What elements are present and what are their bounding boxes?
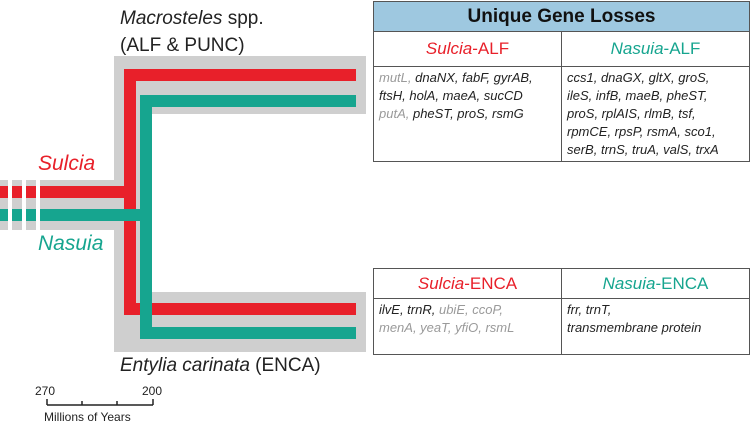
enca-gene-loss-table: Sulcia-ENCA Nasuia-ENCA ilvE, trnR, ubiE… — [373, 268, 750, 355]
gene-name: pheST, proS, rsmG — [412, 106, 524, 121]
gene-name: ccs1, dnaGX, gltX, groS, — [567, 70, 710, 85]
col-head-sulcia-alf: Sulcia-ALF — [373, 31, 562, 67]
host-label-enca-suffix: (ENCA) — [249, 355, 321, 376]
stem-break-marks — [8, 180, 40, 230]
host-species-entylia: Entylia carinata — [120, 355, 250, 376]
gene-list-line: frr, trnT, — [567, 301, 745, 319]
time-scale-bar — [46, 399, 154, 406]
gene-list-nasuia-enca: frr, trnT, transmembrane protein — [561, 298, 750, 355]
scale-unit-label: Millions of Years — [44, 410, 131, 424]
gene-name: dnaNX, fabF, gyrAB, — [415, 70, 533, 85]
gene-name: transmembrane protein — [567, 320, 702, 335]
col-head-nasuia-alf: Nasuia-ALF — [560, 31, 750, 67]
gene-name: ilvE, trnR, — [379, 302, 439, 317]
gene-name: frr, trnT, — [567, 302, 612, 317]
nasuia-label: Nasuia — [38, 232, 104, 255]
gene-list-line: ilvE, trnR, ubiE, ccoP, — [379, 301, 557, 319]
col-head-sulcia-enca: Sulcia-ENCA — [373, 268, 562, 299]
gene-list-line: ileS, infB, maeB, pheST, — [567, 87, 745, 105]
gene-name-grey: menA, yeaT, yfiO, rsmL — [379, 320, 515, 335]
gene-name: serB, trnS, truA, valS, trxA — [567, 142, 719, 157]
gene-list-line: serB, trnS, truA, valS, trxA — [567, 141, 745, 159]
gene-list-line: transmembrane protein — [567, 319, 745, 337]
gene-name-grey: putA, — [379, 106, 413, 121]
gene-list-sulcia-enca: ilvE, trnR, ubiE, ccoP,menA, yeaT, yfiO,… — [373, 298, 562, 355]
gene-list-line: mutL, dnaNX, fabF, gyrAB, — [379, 69, 557, 87]
host-label-alf: Macrosteles spp. — [120, 7, 264, 31]
gene-name: ileS, infB, maeB, pheST, — [567, 88, 708, 103]
gene-name-grey: mutL, — [379, 70, 416, 85]
sulcia-lineage — [0, 69, 356, 315]
nasuia-lineage — [0, 95, 356, 339]
gene-name: rpmCE, rpsP, rsmA, sco1, — [567, 124, 716, 139]
gene-name: ftsH, holA, maeA, sucCD — [379, 88, 523, 103]
gene-name: proS, rplAIS, rlmB, tsf, — [567, 106, 696, 121]
gene-list-nasuia-alf: ccs1, dnaGX, gltX, groS, ileS, infB, maeB… — [560, 66, 750, 162]
enca-branch-background — [114, 292, 366, 352]
gene-list-line: menA, yeaT, yfiO, rsmL — [379, 319, 557, 337]
table-title: Unique Gene Losses — [372, 1, 750, 32]
gene-list-sulcia-alf: mutL, dnaNX, fabF, gyrAB,ftsH, holA, mae… — [373, 66, 562, 162]
col-head-nasuia-enca: Nasuia-ENCA — [561, 268, 750, 299]
gene-list-line: ftsH, holA, maeA, sucCD — [379, 87, 557, 105]
host-genus-macrosteles: Macrosteles — [120, 8, 223, 29]
scale-label-270: 270 — [35, 384, 56, 398]
host-label-enca: Entylia carinata (ENCA) — [120, 354, 321, 378]
gene-list-line: rpmCE, rpsP, rsmA, sco1, — [567, 123, 745, 141]
gene-list-line: putA, pheST, proS, rsmG — [379, 105, 557, 123]
scale-label-200: 200 — [142, 384, 163, 398]
host-label-alf-line2: (ALF & PUNC) — [120, 35, 245, 56]
alf-gene-loss-table: Unique Gene Losses Sulcia-ALF Nasuia-ALF… — [372, 1, 750, 162]
gene-list-line: ccs1, dnaGX, gltX, groS, — [567, 69, 745, 87]
gene-name-grey: ubiE, ccoP, — [438, 302, 504, 317]
host-label-alf-suffix: spp. — [222, 8, 264, 29]
gene-list-line: proS, rplAIS, rlmB, tsf, — [567, 105, 745, 123]
sulcia-label: Sulcia — [38, 152, 96, 175]
